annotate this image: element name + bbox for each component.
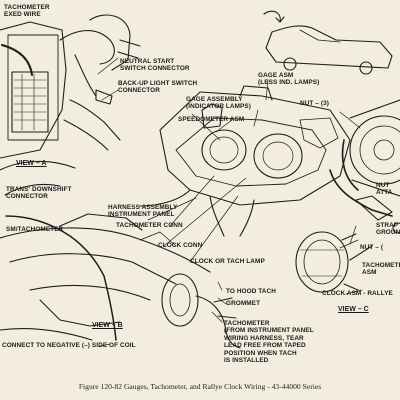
label-tachometer-note: TACHOMETER (FROM INSTRUMENT PANEL WIRING…: [224, 320, 314, 365]
label-speedometer: SPEEDOMETER ASM: [178, 116, 245, 123]
leader-lines: [97, 57, 363, 347]
label-tachometer-asm: TACHOMETE ASM: [362, 262, 400, 277]
label-nut-top: NUT – (3): [300, 100, 329, 107]
view-c-clock: [295, 231, 373, 293]
view-c-label: VIEW – C: [338, 306, 369, 313]
view-a-firewall: [0, 14, 141, 196]
label-tachometer-wire: TACHOMETER EXED WIRE: [4, 4, 50, 19]
label-strap-ground: STRAP GROUN: [376, 222, 400, 237]
view-a-label: VIEW – A: [16, 160, 47, 167]
label-gage-asm: GAGE ASM (LESS IND. LAMPS): [258, 72, 320, 87]
label-tachometer-conn: TACHOMETER CONN: [116, 222, 183, 229]
label-clock-conn: CLOCK CONN: [158, 242, 203, 249]
view-b-label: VIEW – B: [92, 322, 123, 329]
label-grommet: GROMMET: [226, 300, 261, 307]
label-harness-assembly: HARNESS ASSEMBLY INSTRUMENT PANEL: [108, 204, 178, 219]
label-backup-light: BACK-UP LIGHT SWITCH CONNECTOR: [118, 80, 198, 95]
label-nut-right: NUT – (: [360, 244, 384, 251]
label-m-tachometer: SM/TACHOMETER: [6, 226, 64, 233]
label-clock-tach-lamp: CLOCK OR TACH LAMP: [190, 258, 265, 265]
label-clock-rallye: CLOCK ASM - RALLYE: [322, 290, 393, 297]
view-b-engine: [0, 213, 241, 349]
car-silhouette: [263, 10, 393, 75]
figure-caption: Figure 120-82 Gauges, Tachometer, and Ra…: [78, 382, 322, 391]
label-to-hood-tach: TO HOOD TACH: [226, 288, 276, 295]
label-nut-attach: NUT ATTA: [376, 182, 393, 197]
label-neutral-start: NEUTRAL START SWITCH CONNECTOR: [120, 58, 190, 73]
label-trans-downshift: TRANS' DOWNSHIFT CONNECTOR: [6, 186, 72, 201]
gage-asm-detail: [329, 99, 400, 234]
label-coil: CONNECT TO NEGATIVE (–) SIDE OF COIL: [2, 342, 136, 349]
label-gage-assembly: GAGE ASSEMBLY (INDICATOR LAMPS): [186, 96, 252, 111]
